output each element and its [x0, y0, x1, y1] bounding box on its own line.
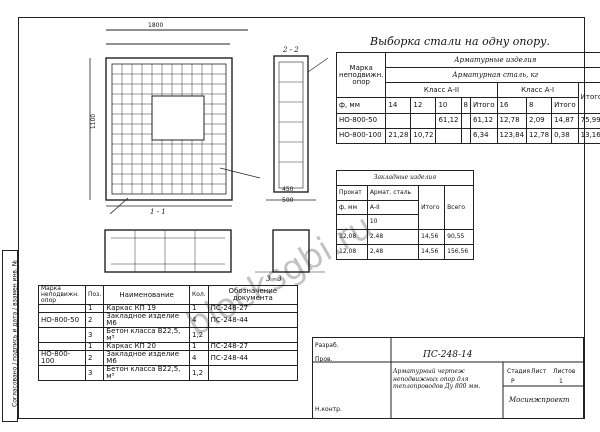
table-row: НО-800-100 21,28 10,72 6,34 123,84 12,78… [335, 127, 600, 145]
table-row: 12,08 2,48 14,56 90,55 [336, 229, 474, 246]
dim-500: 500 [282, 197, 294, 204]
doc-description: Арматурный чертеж неподвижных опор для т… [393, 368, 481, 390]
embed-col4: Всего [444, 184, 474, 231]
embed-table: Закладные изделия Прокат Армат. сталь Ит… [336, 170, 474, 260]
title-block-grid [313, 338, 583, 418]
d8b: 8 [526, 97, 553, 114]
total-header: Итого [577, 82, 600, 114]
doc-number: ПС-248-14 [423, 350, 473, 360]
sub-header: Арматурная сталь, кг [385, 67, 600, 84]
itogo-a1: Итого [551, 97, 579, 114]
table-row: НО-800-50 61,12 61,12 12,78 2,09 14,87 7… [335, 112, 600, 129]
embed-col2b: А-II [366, 199, 420, 216]
section-3-3-drawing [104, 229, 325, 273]
section-2-2-drawing [266, 55, 329, 201]
embed-header: Закладные изделия [336, 170, 474, 186]
itogo-a2: Итого [469, 97, 498, 114]
section-label-3: 3 - 3 [266, 275, 282, 283]
dim-450: 450 [282, 186, 294, 193]
stamp-stage-label: Стадия [507, 368, 531, 375]
embed-col1: Прокат [336, 184, 368, 201]
dim-1100: 1100 [90, 113, 98, 130]
embed-col2: Армат. сталь [366, 184, 420, 201]
spec-table: Марка неподвижн. опор Поз. Наименование … [38, 285, 299, 381]
org-name: Мосинжпроект [509, 396, 570, 404]
mark-header: Марка неподвижн. опор [335, 51, 387, 99]
title-block: ПС-248-14 Арматурный чертеж неподвижных … [312, 337, 584, 419]
sheet-frame [18, 17, 585, 419]
plan-drawing [89, 29, 261, 215]
table-row: 12,08 2,48 14,56 156,56 [336, 244, 474, 260]
d16: 16 [496, 97, 528, 114]
group-header: Арматурные изделия [385, 51, 600, 69]
embed-col2d: 10 [366, 214, 420, 231]
section-label-1: 1 - 1 [150, 208, 166, 216]
steel-table: Марка неподвижн. опор Арматурные изделия… [335, 51, 600, 145]
d14: 14 [385, 97, 412, 114]
signer-2: Пров. [315, 356, 333, 363]
side-text: Согласовано / подпись и дата / взамен ин… [11, 260, 19, 407]
spec-h-name: Наименование [103, 285, 190, 305]
side-strip [2, 250, 18, 422]
unit-label: ф, мм [335, 97, 387, 114]
class2-header: Класс А-I [496, 82, 579, 99]
d12: 12 [410, 97, 437, 114]
spec-h-pos: Поз. [84, 285, 105, 305]
signer-1: Разраб. [315, 342, 339, 349]
d10: 10 [435, 97, 462, 114]
embed-col3: Итого [418, 184, 446, 231]
stamp-sheets-value: 1 [559, 378, 563, 385]
stamp-stage-value: Р [511, 378, 515, 385]
stamp-sheets-label: Листов [553, 368, 576, 375]
stamp-sheet-label: Лист [531, 368, 547, 375]
class1-header: Класс А-II [385, 82, 498, 99]
signer-3: Н.контр. [315, 406, 342, 413]
steel-heading: Выборка стали на одну опору. [370, 35, 551, 48]
spec-h-doc: Обозначение документа [207, 285, 299, 305]
d8: 8 [460, 97, 472, 114]
spec-h-mark: Марка неподвижн. опор [38, 285, 86, 305]
dim-1800: 1800 [148, 22, 164, 29]
section-label-2: 2 - 2 [283, 46, 299, 54]
